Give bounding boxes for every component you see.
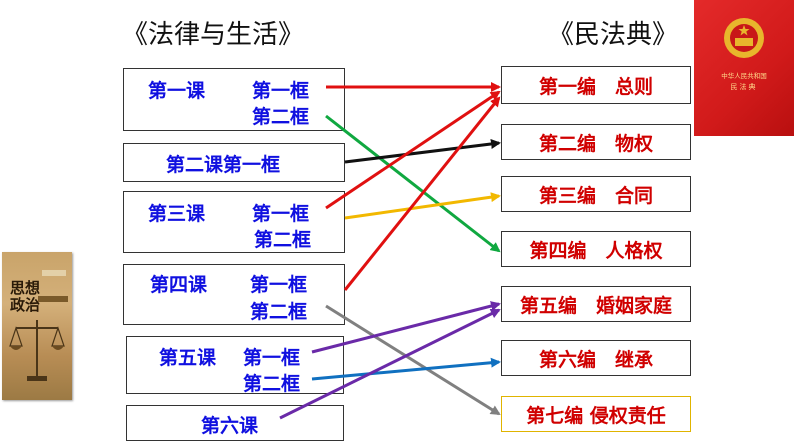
civil-code-cover-image: 中华人民共和国 民法典 xyxy=(694,0,794,136)
cover-band xyxy=(38,296,68,302)
frame-label: 第一框 xyxy=(252,80,310,102)
civil-code-title: 民法典 xyxy=(730,83,758,91)
arrow-l4f1-to-general xyxy=(343,96,501,291)
frame-label: 第一框 xyxy=(243,347,301,369)
lesson-label: 第四课 xyxy=(150,274,208,296)
arrow-l4f2-to-tort xyxy=(325,304,501,416)
lesson-box-3: 第三课 第一框 第二框 xyxy=(123,191,345,253)
chapter-box-6: 第六编 继承 xyxy=(501,340,691,376)
chapter-box-2: 第二编 物权 xyxy=(501,124,691,160)
chapter-box-3: 第三编 合同 xyxy=(501,176,691,212)
arrow-l2-to-property xyxy=(344,139,501,164)
lesson-box-4: 第四课 第一框 第二框 xyxy=(123,264,345,325)
arrow-l3f2-to-contract xyxy=(344,192,501,220)
arrow-l5f2-to-inheritance xyxy=(311,357,501,381)
national-emblem-icon xyxy=(724,18,764,58)
lesson-box-5: 第五课 第一框 第二框 xyxy=(126,336,344,395)
lesson-box-2: 第二课第一框 xyxy=(123,143,345,182)
frame-label: 第二框 xyxy=(250,301,308,323)
scales-of-justice-icon xyxy=(9,320,65,381)
frame-label: 第二框 xyxy=(243,373,301,395)
arrow-l3f1-to-general xyxy=(325,90,501,210)
lesson-label: 第三课 xyxy=(148,203,206,225)
textbook-title: 思想政治 xyxy=(10,279,41,314)
left-title: 《法律与生活》 xyxy=(122,20,305,50)
lesson-box-1: 第一课 第一框 第二框 xyxy=(123,68,345,131)
chapter-box-7: 第七编 侵权责任 xyxy=(501,396,691,432)
lesson-label: 第二课第一框 xyxy=(166,154,281,176)
chapter-box-4: 第四编 人格权 xyxy=(501,231,691,267)
frame-label: 第二框 xyxy=(252,106,310,128)
lesson-label: 第六课 xyxy=(201,415,259,437)
civil-code-country: 中华人民共和国 xyxy=(721,72,767,80)
chapter-box-1: 第一编 总则 xyxy=(501,66,691,104)
frame-label: 第二框 xyxy=(254,229,312,251)
lesson-label: 第一课 xyxy=(148,80,206,102)
lesson-label: 第五课 xyxy=(159,347,217,369)
lesson-box-6: 第六课 xyxy=(126,405,344,441)
frame-label: 第一框 xyxy=(252,203,310,225)
cover-stripe xyxy=(42,270,66,276)
arrow-l6-to-marriage xyxy=(279,308,501,420)
arrow-l5f1-to-marriage xyxy=(311,301,501,354)
frame-label: 第一框 xyxy=(250,274,308,296)
right-title: 《民法典》 xyxy=(548,20,679,50)
chapter-box-5: 第五编 婚姻家庭 xyxy=(501,286,691,322)
arrow-l1f2-to-personality xyxy=(325,114,501,253)
textbook-cover-image: 思想政治 xyxy=(2,252,72,400)
